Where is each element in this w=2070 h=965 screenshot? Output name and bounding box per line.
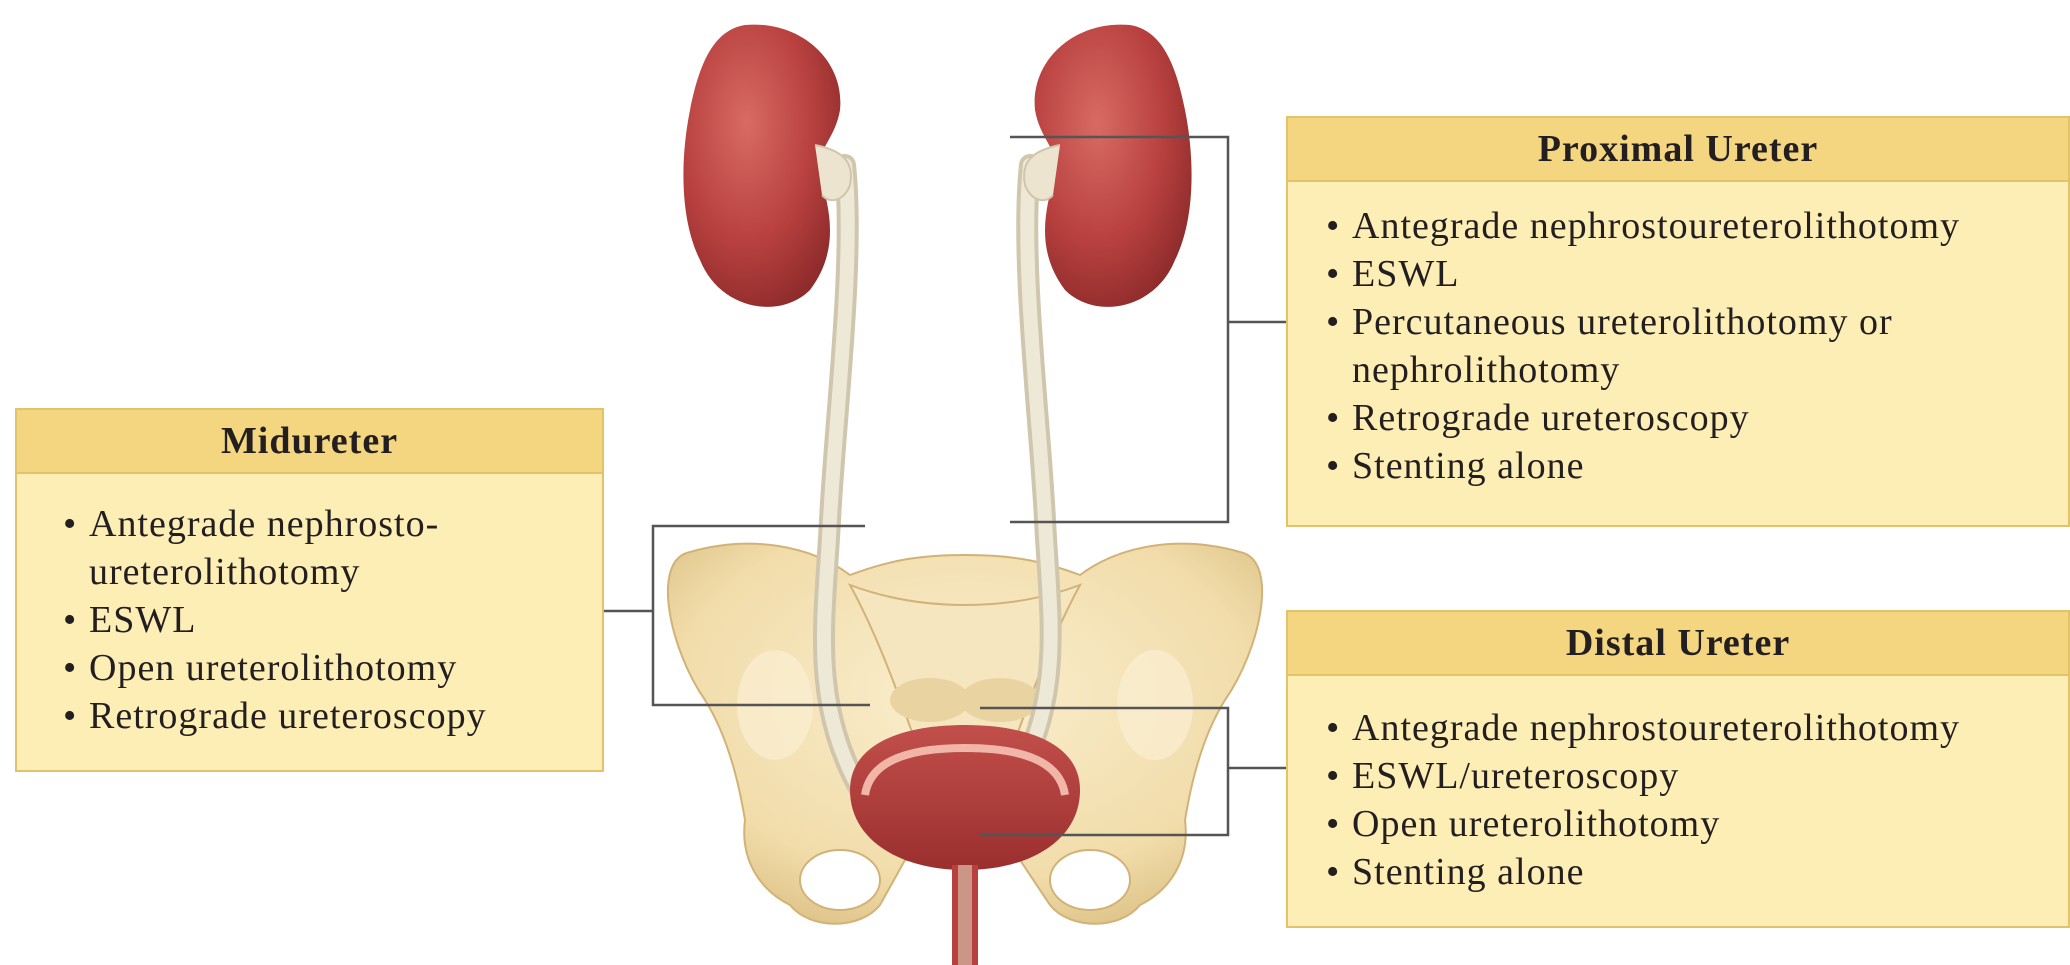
list-item: •Antegrade nephrostoureterolithotomy xyxy=(1324,202,2068,250)
list-item: •ESWL/ureteroscopy xyxy=(1324,752,2068,800)
list-item: •Antegrade nephrosto-ureterolithotomy xyxy=(61,500,559,596)
midureter-box: Midureter •Antegrade nephrosto-ureteroli… xyxy=(15,408,604,772)
kidney-right-icon xyxy=(1024,25,1192,307)
list-item: •Percutaneous ureterolithotomy or nephro… xyxy=(1324,298,1992,394)
bladder-icon xyxy=(850,725,1080,965)
list-item: •Stenting alone xyxy=(1324,442,2068,490)
distal-ureter-title: Distal Ureter xyxy=(1288,612,2068,676)
list-item: •Retrograde ureteroscopy xyxy=(1324,394,2068,442)
list-item: •Stenting alone xyxy=(1324,848,2068,896)
proximal-ureter-box: Proximal Ureter •Antegrade nephrostouret… xyxy=(1286,116,2070,527)
list-item: •ESWL xyxy=(61,596,602,644)
list-item: •Retrograde ureteroscopy xyxy=(61,692,602,740)
distal-ureter-box: Distal Ureter •Antegrade nephrostoureter… xyxy=(1286,610,2070,928)
kidney-left-icon xyxy=(683,25,851,307)
list-item: •Open ureterolithotomy xyxy=(61,644,602,692)
midureter-title: Midureter xyxy=(17,410,602,474)
distal-ureter-list: •Antegrade nephrostoureterolithotomy •ES… xyxy=(1288,676,2068,896)
list-item: •Antegrade nephrostoureterolithotomy xyxy=(1324,704,2068,752)
list-item: •Open ureterolithotomy xyxy=(1324,800,2068,848)
proximal-ureter-title: Proximal Ureter xyxy=(1288,118,2068,182)
proximal-ureter-list: •Antegrade nephrostoureterolithotomy •ES… xyxy=(1288,182,2068,490)
midureter-list: •Antegrade nephrosto-ureterolithotomy •E… xyxy=(17,474,602,740)
list-item: •ESWL xyxy=(1324,250,2068,298)
